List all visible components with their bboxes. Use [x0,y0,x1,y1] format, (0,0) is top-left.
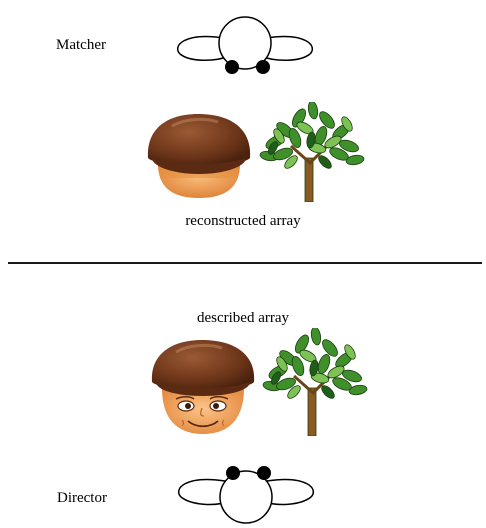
cap-face-front-icon [151,340,255,434]
tree-icon [262,328,368,436]
director-head-icon [177,466,315,524]
described-array-caption: described array [196,310,290,326]
director-label: Director [57,490,107,506]
cap-face-back-icon [147,114,251,198]
matcher-label: Matcher [56,37,106,53]
section-divider [8,262,482,264]
reconstructed-array-caption: reconstructed array [185,213,301,229]
matcher-head-icon [176,16,314,74]
tree-icon [259,102,365,202]
